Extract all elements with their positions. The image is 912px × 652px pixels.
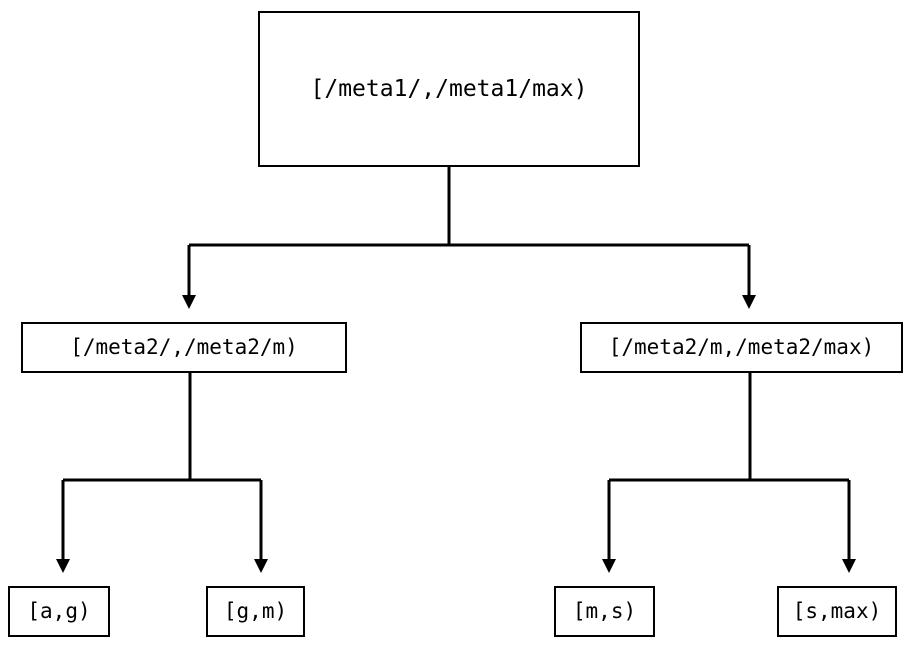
tree-node-meta2-lower[interactable]: [/meta2/,/meta2/m) (21, 322, 347, 373)
tree-node-leaf-a-g[interactable]: [a,g) (8, 586, 110, 637)
tree-node-leaf-s-max[interactable]: [s,max) (777, 586, 897, 637)
arrowhead-root-to-mid-right (742, 295, 756, 309)
arrowhead-mid-left-to-leaf-gm (254, 559, 268, 573)
arrowhead-mid-right-to-leaf-smax (842, 559, 856, 573)
tree-node-meta2-lower-label: [/meta2/,/meta2/m) (70, 335, 298, 359)
arrowhead-mid-right-to-leaf-ms (602, 559, 616, 573)
tree-node-leaf-g-m-label: [g,m) (223, 599, 288, 623)
tree-node-meta2-upper[interactable]: [/meta2/m,/meta2/max) (580, 322, 903, 373)
tree-node-leaf-m-s[interactable]: [m,s) (554, 586, 655, 637)
tree-node-root-label: [/meta1/,/meta1/max) (310, 75, 588, 102)
tree-node-root[interactable]: [/meta1/,/meta1/max) (258, 11, 640, 167)
tree-node-leaf-m-s-label: [m,s) (572, 599, 637, 623)
tree-node-meta2-upper-label: [/meta2/m,/meta2/max) (608, 335, 875, 359)
tree-node-leaf-g-m[interactable]: [g,m) (206, 586, 305, 637)
tree-node-leaf-s-max-label: [s,max) (792, 599, 882, 623)
arrowhead-root-to-mid-left (182, 295, 196, 309)
arrowhead-mid-left-to-leaf-ag (56, 559, 70, 573)
tree-node-leaf-a-g-label: [a,g) (27, 599, 91, 623)
